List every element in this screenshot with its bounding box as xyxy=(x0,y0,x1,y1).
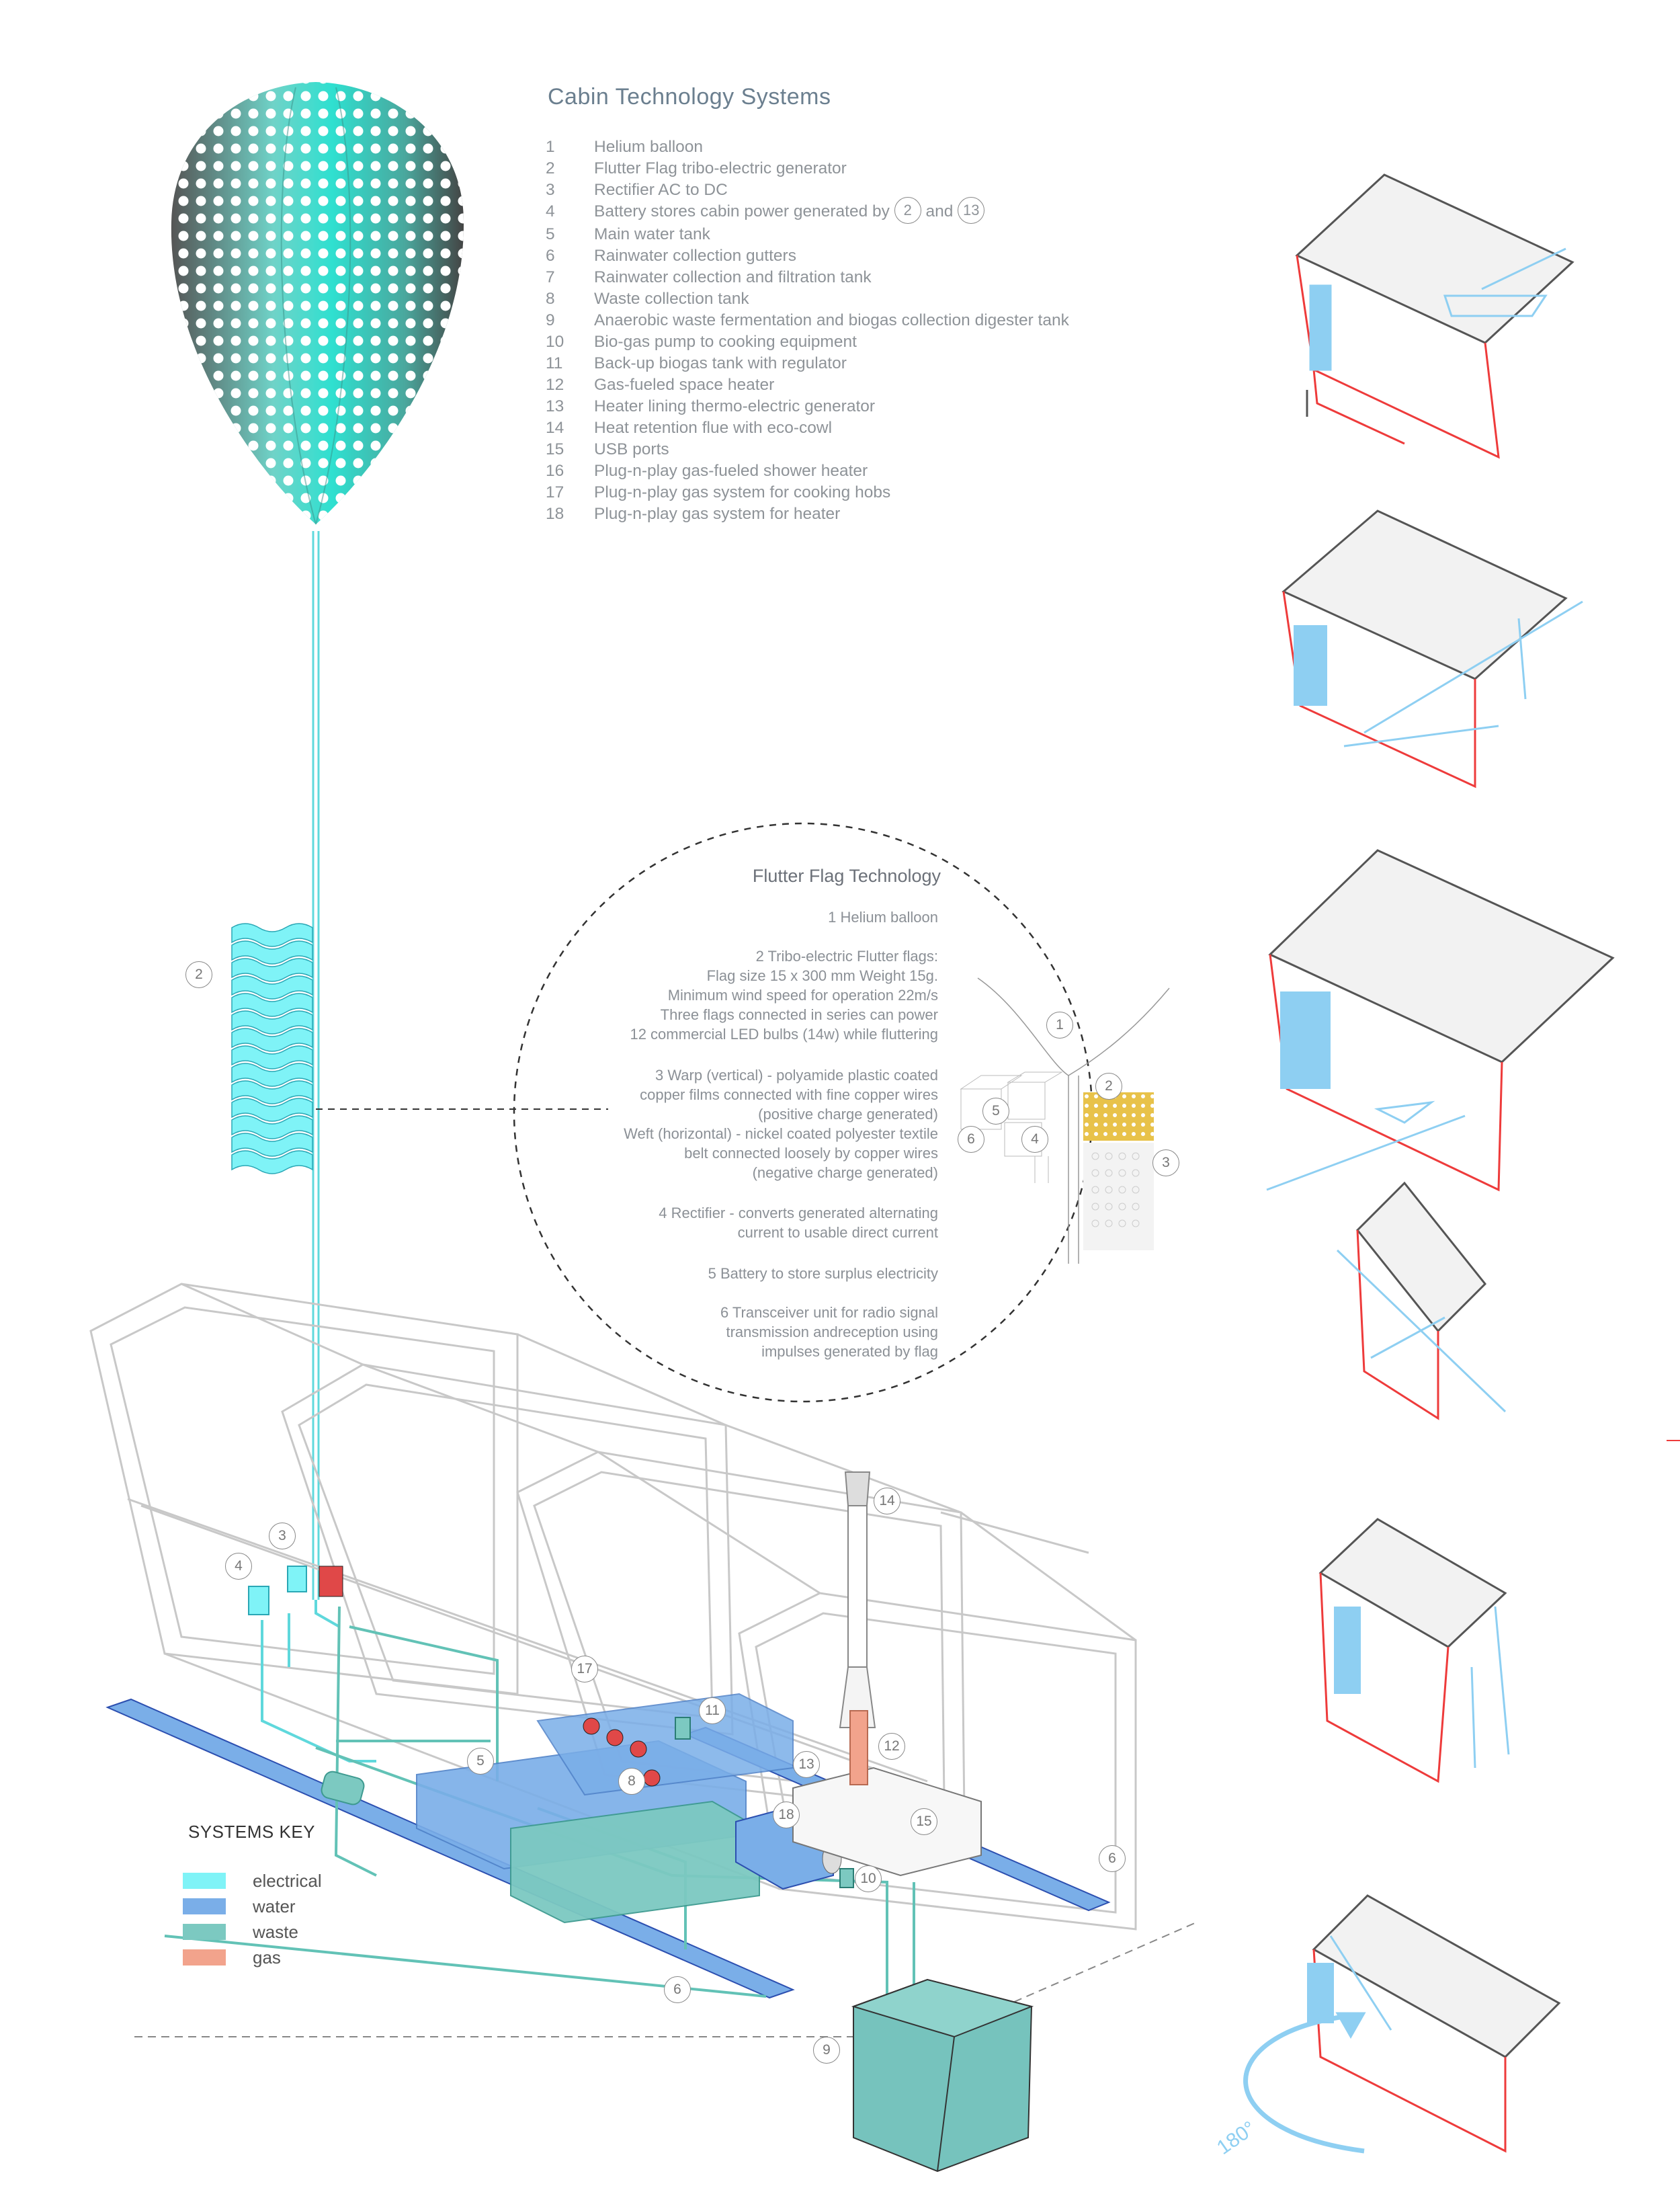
callout-15: 15 xyxy=(911,1808,937,1835)
callout-12: 12 xyxy=(878,1733,905,1760)
callout-10: 10 xyxy=(855,1865,882,1892)
cabin-view-5 xyxy=(1318,1518,1510,1783)
flutter-flag xyxy=(231,1098,313,1122)
flutter-item-5: 5 Battery to store surplus electricity xyxy=(708,1265,938,1282)
flutter-flag xyxy=(231,1133,313,1157)
cabin-view-6 xyxy=(1243,1894,1561,2154)
flutter-flag xyxy=(231,993,313,1017)
callout-3: 3 xyxy=(269,1523,296,1549)
flutter-flag xyxy=(231,1010,313,1035)
gas-fittings xyxy=(319,1566,661,1787)
flag-detail-sketch xyxy=(960,977,1170,1264)
flutter-flags xyxy=(231,923,313,1174)
key-item-waste: waste xyxy=(183,1920,298,1944)
page-title: Cabin Technology Systems xyxy=(548,84,831,110)
swatch xyxy=(183,1924,226,1940)
callout-14: 14 xyxy=(874,1488,900,1514)
flutter-item-4: 4 Rectifier - converts generated alterna… xyxy=(659,1205,938,1241)
flutter-flag xyxy=(231,923,313,947)
systems-key-title: SYSTEMS KEY xyxy=(188,1822,315,1842)
flutter-item-1: 1 Helium balloon xyxy=(828,909,938,926)
callout-18: 18 xyxy=(773,1801,800,1828)
callout-ff-3: 3 xyxy=(1152,1149,1179,1176)
cabin-view-2 xyxy=(1282,510,1583,788)
flutter-item-3: 3 Warp (vertical) - polyamide plastic co… xyxy=(624,1067,938,1181)
flutter-flag xyxy=(231,1115,313,1139)
callout-ff-6: 6 xyxy=(958,1126,984,1153)
flutter-flag xyxy=(231,958,313,982)
callout-2: 2 xyxy=(185,961,212,988)
ref-circle: 2 xyxy=(894,197,921,224)
swatch xyxy=(183,1873,226,1889)
flutter-item-6: 6 Transceiver unit for radio signal tran… xyxy=(720,1304,938,1360)
key-item-electrical: electrical xyxy=(183,1869,322,1893)
cabin-view-1 xyxy=(1295,173,1574,459)
callout-6-lower: 6 xyxy=(664,1976,691,2003)
flutter-flag xyxy=(231,975,313,1000)
waste-collection-tank xyxy=(510,1800,760,1924)
biogas-backup-cylinder xyxy=(321,1771,365,1806)
space-heater xyxy=(792,1710,982,1877)
callout-5: 5 xyxy=(467,1748,494,1775)
heat-flue xyxy=(839,1471,876,1728)
battery-rectifier-boxes xyxy=(248,1566,854,1888)
digester-tank xyxy=(851,1978,1034,2173)
flutter-flag xyxy=(231,1150,313,1174)
callout-6: 6 xyxy=(1099,1845,1126,1872)
callout-ff-5: 5 xyxy=(982,1098,1009,1125)
swatch xyxy=(183,1898,226,1914)
callout-ff-2: 2 xyxy=(1095,1073,1122,1100)
swatch xyxy=(183,1949,226,1966)
flutter-flag xyxy=(231,1080,313,1104)
callout-17: 17 xyxy=(571,1656,598,1683)
cabin-view-4 xyxy=(1336,1181,1507,1420)
flutter-flag xyxy=(231,1045,313,1069)
callout-8: 8 xyxy=(618,1768,645,1795)
flutter-flag xyxy=(231,1028,313,1052)
callout-13: 13 xyxy=(793,1751,820,1778)
key-item-gas: gas xyxy=(183,1945,281,1970)
cabin-iso-views xyxy=(1243,173,1615,2154)
helium-balloon xyxy=(171,82,464,525)
balloon-tether xyxy=(312,531,320,1600)
callout-11: 11 xyxy=(699,1697,726,1724)
ref-circle: 13 xyxy=(958,197,985,224)
flutter-flag xyxy=(231,940,313,965)
callout-ff-1: 1 xyxy=(1046,1012,1073,1039)
flutter-flag-title: Flutter Flag Technology xyxy=(752,866,941,886)
callout-ff-4: 4 xyxy=(1021,1126,1048,1153)
callout-9: 9 xyxy=(813,2037,840,2064)
flutter-flag xyxy=(231,1063,313,1087)
key-item-water: water xyxy=(183,1894,296,1918)
callout-4: 4 xyxy=(225,1553,252,1580)
flutter-item-2: 2 Tribo-electric Flutter flags: Flag siz… xyxy=(630,948,938,1043)
electrical-lines xyxy=(261,1600,376,1762)
cabin-view-3 xyxy=(1266,849,1615,1192)
